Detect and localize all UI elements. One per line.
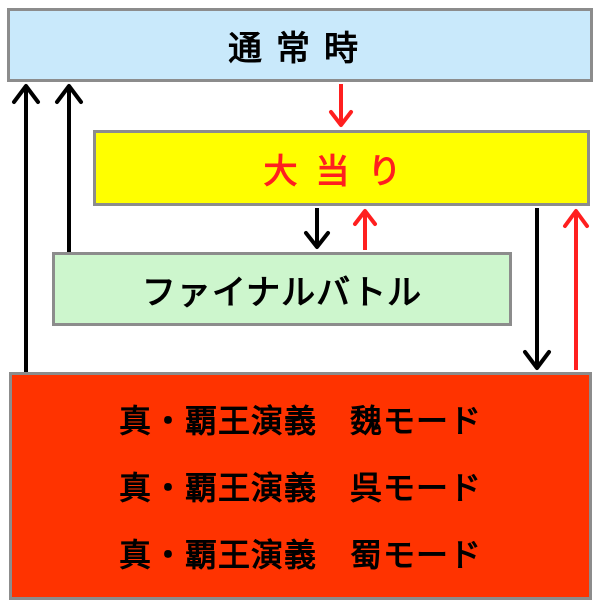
state-final-battle-label: ファイナルバトル [141, 272, 423, 313]
arrow-normal-to-jackpot [329, 84, 353, 127]
mode-shu: 真・覇王演義 蜀モード [118, 536, 482, 574]
arrow-jackpot-to-modes [523, 208, 551, 370]
state-jackpot: 大当り [93, 130, 590, 206]
state-normal-label: 通常時 [228, 28, 372, 69]
state-normal: 通常時 [7, 8, 593, 82]
state-jackpot-label: 大当り [263, 151, 420, 192]
arrow-modes-to-normal-1 [12, 84, 40, 372]
mode-wei: 真・覇王演義 魏モード [118, 402, 482, 440]
state-final-battle: ファイナルバトル [52, 252, 512, 326]
arrow-jackpot-to-final [304, 208, 330, 249]
arrow-modes-to-jackpot [563, 209, 589, 370]
arrow-final-to-normal [55, 84, 83, 252]
mode-wu: 真・覇王演義 呉モード [118, 469, 482, 507]
arrow-final-to-jackpot [353, 209, 377, 250]
state-modes: 真・覇王演義 魏モード 真・覇王演義 呉モード 真・覇王演義 蜀モード [9, 372, 592, 600]
